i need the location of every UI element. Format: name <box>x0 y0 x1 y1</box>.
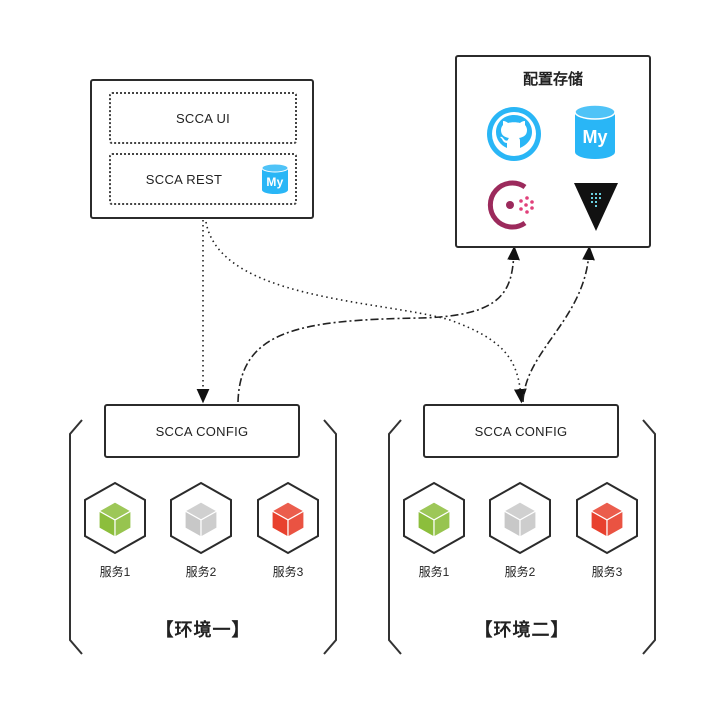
svg-text:My: My <box>266 175 283 189</box>
service-label: 服务1 <box>99 565 131 579</box>
github-icon <box>487 107 541 161</box>
service-label: 服务1 <box>418 565 450 579</box>
env2-config-box: SCCA CONFIG <box>423 404 619 458</box>
config-storage-title: 配置存储 <box>522 71 583 88</box>
env1-config-label: SCCA CONFIG <box>155 423 249 439</box>
service-label: 服务2 <box>504 565 536 579</box>
scca-server-box: SCCA UI SCCA REST My <box>90 79 314 219</box>
service-label: 服务3 <box>272 565 304 579</box>
env2-config-label: SCCA CONFIG <box>474 423 568 439</box>
service-cube-icon <box>486 480 554 561</box>
env2-title: 【环境二】 <box>474 620 570 640</box>
service-cube-icon <box>573 480 641 561</box>
scca-rest-label: SCCA REST <box>145 171 223 187</box>
config-storage-box: 配置存储 My <box>455 55 651 248</box>
env1-config-box: SCCA CONFIG <box>104 404 300 458</box>
consul-icon <box>487 180 534 230</box>
scca-rest-box: SCCA REST My <box>109 153 297 205</box>
connector-config1-to-storage <box>237 245 520 403</box>
service-cube-icon <box>400 480 468 561</box>
service-cube-icon <box>81 480 149 561</box>
svg-text:My: My <box>582 127 607 147</box>
service-label: 服务3 <box>591 565 623 579</box>
connector-rest-to-config2 <box>205 221 527 404</box>
env2-bracket <box>388 419 656 655</box>
env1-title: 【环境一】 <box>155 620 251 640</box>
mysql-icon: My <box>261 163 289 194</box>
mysql-icon: My <box>574 104 616 159</box>
service-cube-icon <box>167 480 235 561</box>
vault-icon <box>574 183 618 231</box>
env1-bracket <box>69 419 337 655</box>
scca-ui-box: SCCA UI <box>109 92 297 144</box>
connector-config2-to-storage <box>522 245 595 403</box>
scca-ui-label: SCCA UI <box>175 110 231 126</box>
service-cube-icon <box>254 480 322 561</box>
service-label: 服务2 <box>185 565 217 579</box>
